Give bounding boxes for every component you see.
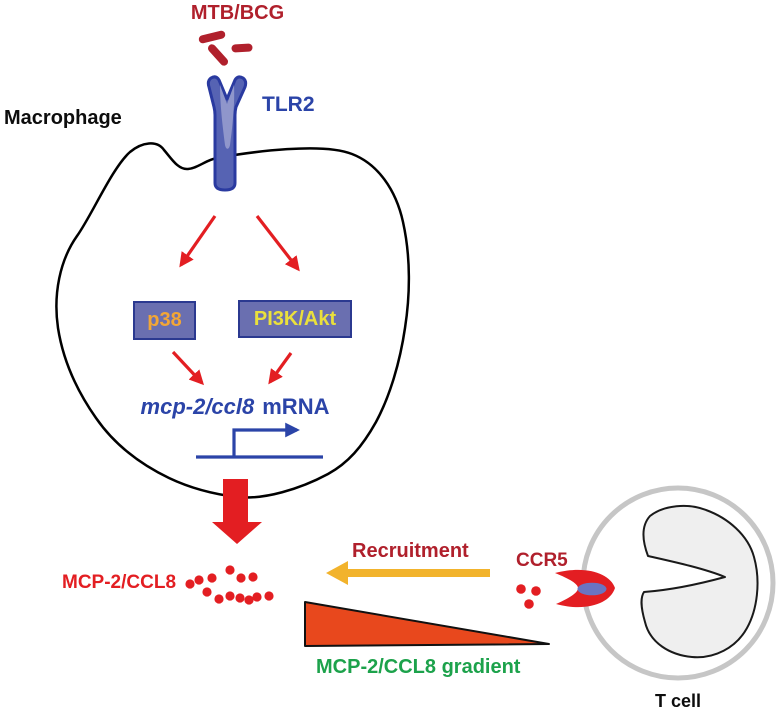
signal-arrow-tlr2-p38 [179,215,217,268]
recruitment-arrow [326,561,490,585]
bacteria-icon [198,30,253,66]
signal-arrow-p38-mrna [171,350,205,386]
p38-box: p38 [133,301,196,340]
gradient-triangle [304,601,550,647]
chemokine-dots [185,565,274,605]
tcell-label: T cell [655,691,702,711]
signal-arrow-pi3k-mrna [268,352,293,385]
tlr2-label: TLR2 [262,93,315,116]
ccr5-bound-dots [516,584,541,609]
mrna-gene-label: mcp-2/ccl8 [140,394,255,419]
ccr5-receptor-icon [555,569,615,608]
pi3k-akt-box: PI3K/Akt [238,300,352,338]
pi3k-akt-label: PI3K/Akt [253,307,337,330]
signal-arrow-tlr2-pi3k [255,215,300,272]
gradient-label: MCP-2/CCL8 gradient [316,656,521,678]
macrophage-membrane [55,142,411,499]
secretion-arrow [212,479,262,544]
mrna-suffix-label: mRNA [262,394,330,419]
chemokine-label: MCP-2/CCL8 [62,572,177,593]
ccr5-label: CCR5 [516,550,568,571]
tcell-nucleus [640,504,759,659]
stimulus-label: MTB/BCG [190,2,285,24]
transcription-arrow-icon [196,430,323,459]
tlr2-receptor-icon [206,75,248,192]
p38-label: p38 [147,309,182,331]
recruitment-label: Recruitment [352,540,469,562]
macrophage-label: Macrophage [4,107,122,129]
mrna-label: mcp-2/ccl8 mRNA [125,394,345,419]
